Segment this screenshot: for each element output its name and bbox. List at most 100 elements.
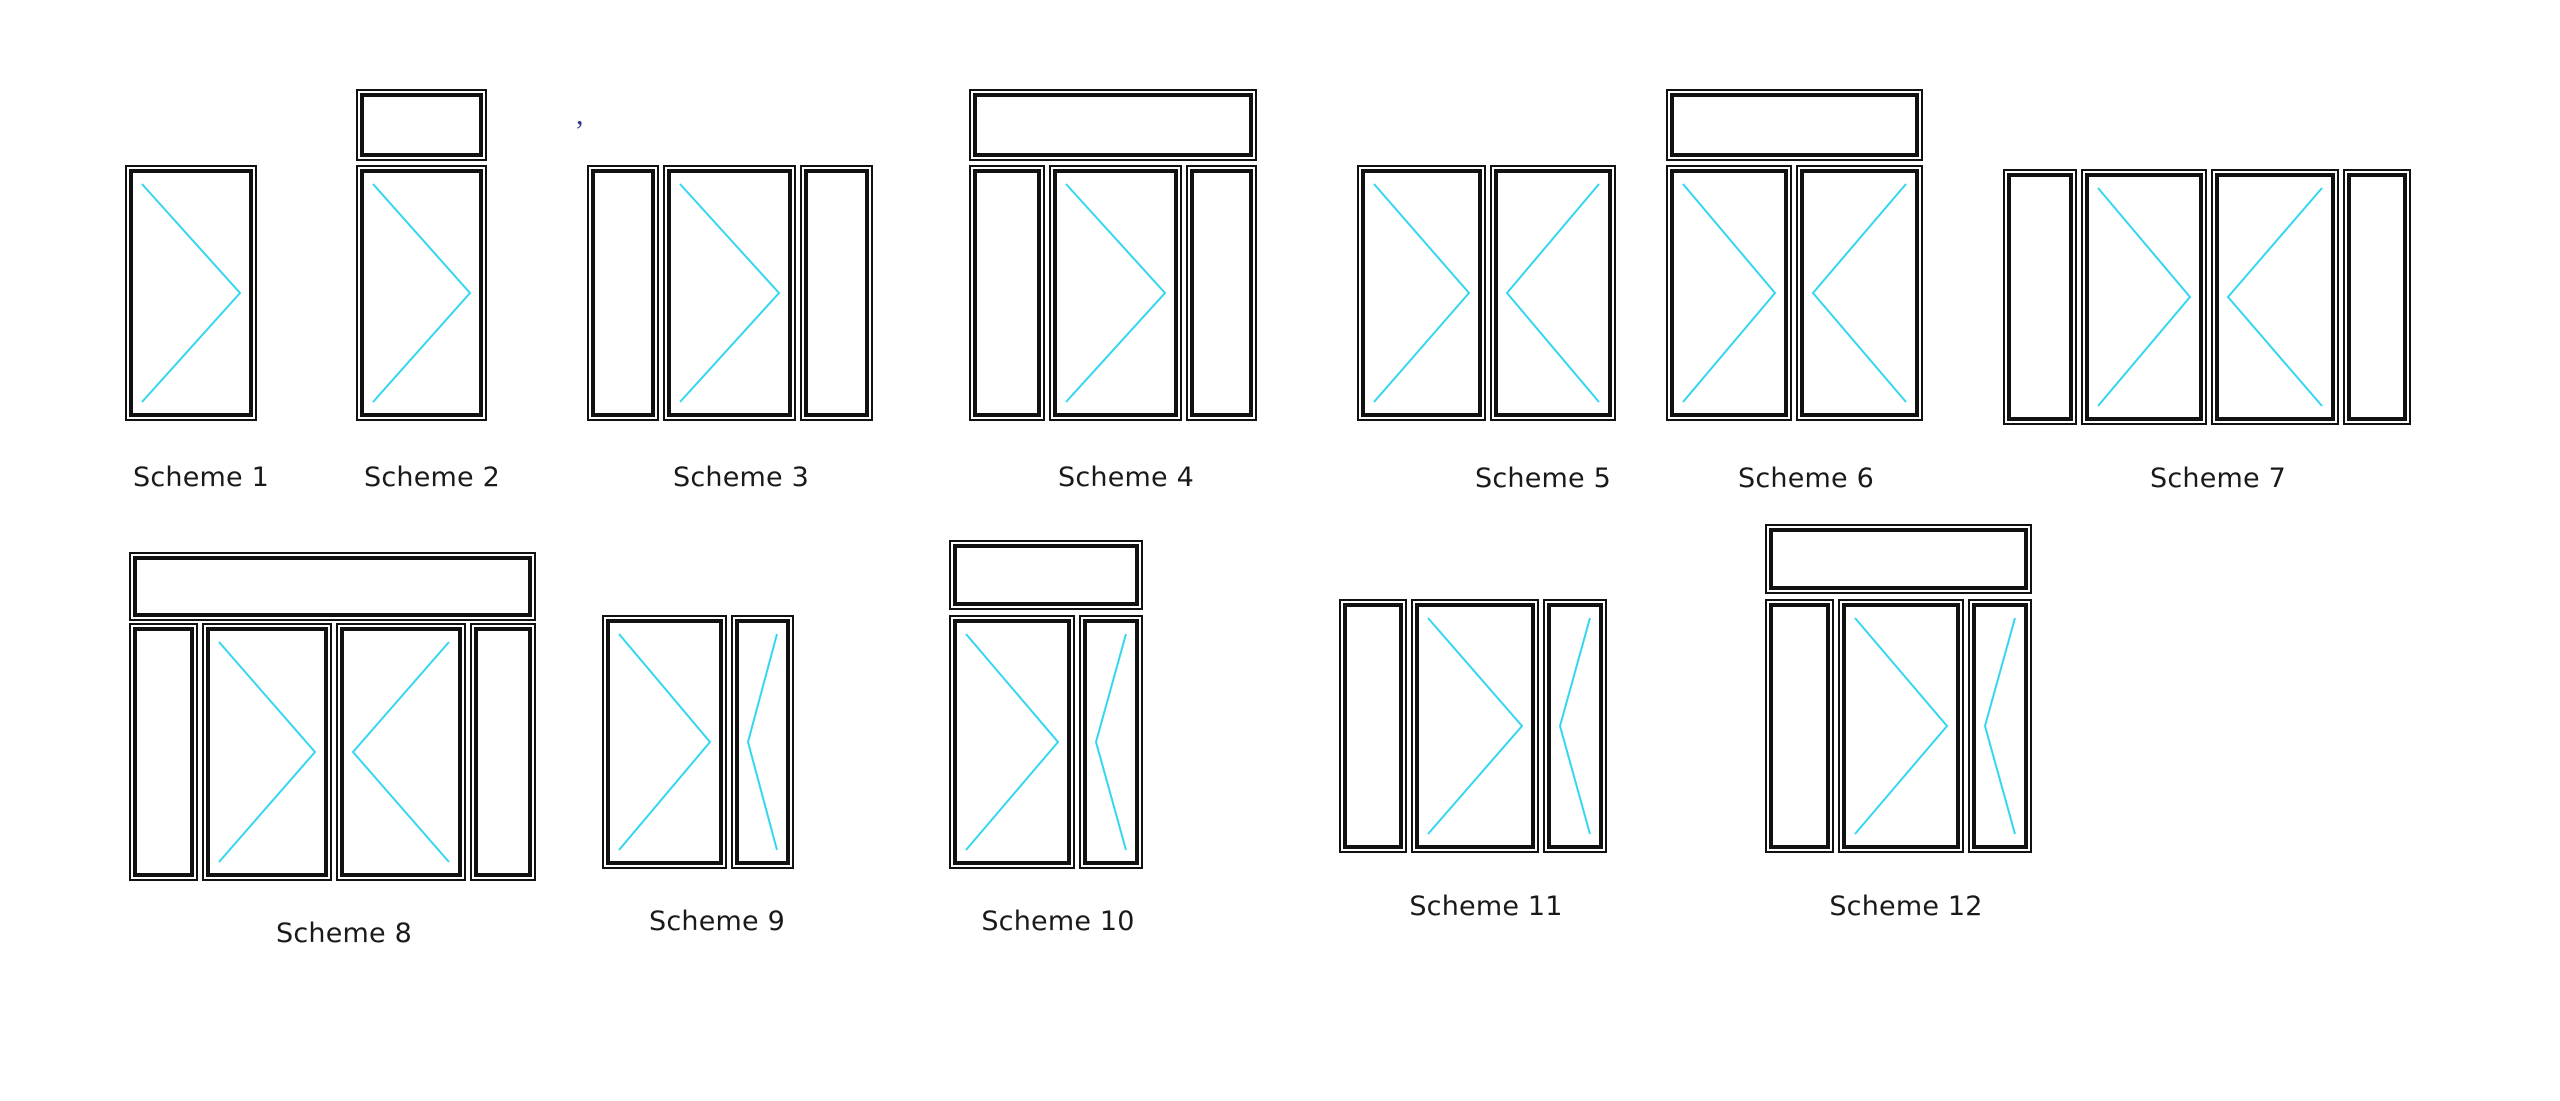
scheme-1 <box>125 165 257 421</box>
door-leaf-left <box>1968 599 2032 853</box>
opening-direction-lines <box>679 183 781 403</box>
panel-outer <box>602 615 727 869</box>
door-leaf-right <box>2081 169 2207 425</box>
fixed-panel <box>1186 165 1257 421</box>
fixed-panel <box>129 623 198 881</box>
opening-direction-lines <box>218 641 317 863</box>
fixed-panel <box>2003 169 2077 425</box>
scheme-label: Scheme 10 <box>981 906 1135 937</box>
scheme-2 <box>356 89 487 421</box>
scheme-label: Scheme 4 <box>1058 462 1194 493</box>
opening-direction-lines <box>1854 617 1949 835</box>
panel-outer <box>336 623 466 881</box>
panel-inner <box>1800 169 1919 417</box>
opening-direction-lines <box>1983 617 2016 835</box>
panel-outer <box>1968 599 2032 853</box>
transom-outer <box>969 89 1257 161</box>
door-leaf-right <box>125 165 257 421</box>
scheme-9 <box>602 615 794 869</box>
panel-inner <box>2215 173 2335 421</box>
transom-outer <box>129 552 536 621</box>
panel-inner <box>1842 603 1960 849</box>
panel-inner <box>1083 619 1139 865</box>
scheme-label: Scheme 9 <box>649 906 785 937</box>
scheme-3 <box>587 165 873 421</box>
scheme-label: Scheme 7 <box>2150 463 2286 494</box>
panel-inner <box>2347 173 2407 421</box>
opening-direction-lines <box>351 641 450 863</box>
panel-inner <box>1494 169 1612 417</box>
opening-direction-lines <box>965 633 1060 851</box>
scheme-7 <box>2003 169 2411 425</box>
door-leaf-right <box>949 615 1075 869</box>
scheme-label: Scheme 1 <box>133 462 269 493</box>
scheme-12 <box>1765 524 2032 853</box>
panel-outer <box>1543 599 1607 853</box>
panel-outer <box>1339 599 1407 853</box>
panel-inner <box>1415 603 1535 849</box>
panel-inner <box>474 627 532 877</box>
scheme-6 <box>1666 89 1923 421</box>
scheme-10 <box>949 540 1143 869</box>
door-leaf-left <box>1079 615 1143 869</box>
fixed-panel <box>2343 169 2411 425</box>
panel-outer <box>969 165 1045 421</box>
fixed-panel <box>1339 599 1407 853</box>
panel-outer <box>356 165 487 421</box>
panel-outer <box>663 165 796 421</box>
fixed-panel <box>587 165 659 421</box>
panel-outer <box>125 165 257 421</box>
panel-inner <box>735 619 790 865</box>
panel-inner <box>1769 603 1830 849</box>
transom-outer <box>949 540 1143 610</box>
opening-direction-lines <box>141 183 242 403</box>
door-leaf-right <box>202 623 332 881</box>
transom-outer <box>1666 89 1923 161</box>
fixed-panel <box>1765 599 1834 853</box>
door-leaf-right <box>663 165 796 421</box>
panel-outer <box>800 165 873 421</box>
scheme-label: Scheme 12 <box>1829 891 1983 922</box>
panel-inner <box>804 169 869 417</box>
door-leaf-left <box>1490 165 1616 421</box>
panel-outer <box>587 165 659 421</box>
panel-inner <box>591 169 655 417</box>
panel-outer <box>129 623 198 881</box>
scheme-label: Scheme 5 <box>1475 463 1611 494</box>
door-leaf-left <box>336 623 466 881</box>
panel-outer <box>202 623 332 881</box>
opening-direction-lines <box>746 633 778 851</box>
panel-outer <box>1796 165 1923 421</box>
door-leaf-right <box>356 165 487 421</box>
panel-inner <box>206 627 328 877</box>
door-leaf-right <box>1838 599 1964 853</box>
opening-direction-lines <box>1682 183 1777 403</box>
panel-outer <box>1490 165 1616 421</box>
opening-direction-lines <box>1427 617 1524 835</box>
panel-outer <box>470 623 536 881</box>
panel-inner <box>360 169 483 417</box>
panel-inner <box>1547 603 1603 849</box>
door-leaf-left <box>1796 165 1923 421</box>
stray-comma-mark: , <box>576 98 584 131</box>
transom-outer <box>1765 524 2032 594</box>
panel-inner <box>133 627 194 877</box>
door-leaf-right <box>602 615 727 869</box>
door-leaf-left <box>2211 169 2339 425</box>
panel-outer <box>1411 599 1539 853</box>
opening-direction-lines <box>1373 183 1471 403</box>
fixed-panel <box>969 165 1045 421</box>
panel-inner <box>973 169 1041 417</box>
panel-outer <box>2081 169 2207 425</box>
opening-direction-lines <box>2226 187 2323 407</box>
scheme-5 <box>1357 165 1616 421</box>
opening-direction-lines <box>1065 183 1167 403</box>
panel-inner <box>606 619 723 865</box>
panel-outer <box>1079 615 1143 869</box>
panel-inner <box>953 619 1071 865</box>
panel-outer <box>1186 165 1257 421</box>
door-leaf-right <box>1411 599 1539 853</box>
panel-inner <box>1343 603 1403 849</box>
opening-direction-lines <box>2097 187 2192 407</box>
